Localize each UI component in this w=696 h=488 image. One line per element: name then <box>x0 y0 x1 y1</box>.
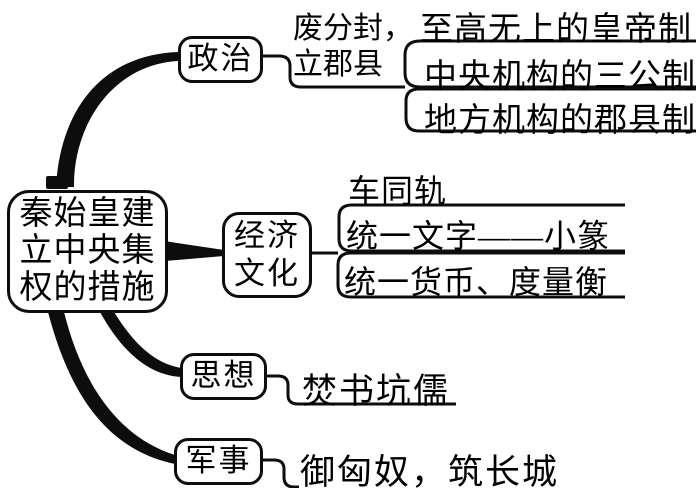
leaf-standard-axle[interactable]: 车同轨 <box>348 173 448 209</box>
branch-label: 政治 <box>187 41 254 77</box>
bracket-politics-lower <box>404 87 696 133</box>
root-label-line: 权的措施 <box>19 270 156 306</box>
branch-curve-politics <box>56 52 178 187</box>
root-label-line: 立中央集 <box>19 233 156 269</box>
leaf-unified-script[interactable]: 统一文字——小篆 <box>346 218 611 254</box>
politics-note-line: 废分封， <box>293 12 413 45</box>
branch-curve-military <box>48 312 175 464</box>
branch-curve-thought <box>100 312 181 377</box>
bracket-politics-upper <box>403 39 696 89</box>
politics-note-line: 立郡县 <box>293 48 383 81</box>
branch-label-line: 经济 <box>234 218 300 253</box>
bracket-economy-upper <box>337 203 625 253</box>
branch-label-line: 文化 <box>234 256 300 291</box>
branch-node-politics[interactable]: 政治 <box>178 36 263 83</box>
connector-politics-note <box>262 54 405 89</box>
leaf-commandery-county-system[interactable]: 地方机构的郡县制 <box>424 103 696 139</box>
root-label-line: 秦始皇建 <box>19 196 156 232</box>
leaf-burn-books[interactable]: 焚书坑儒 <box>302 372 451 411</box>
connector-military <box>262 458 299 488</box>
branch-label: 军事 <box>185 443 252 479</box>
branch-label: 思想 <box>190 358 257 394</box>
branch-node-military[interactable]: 军事 <box>174 438 263 485</box>
bracket-economy-lower <box>336 251 625 299</box>
leaf-emperor-system[interactable]: 至高无上的皇帝制 <box>420 12 692 48</box>
leaf-unified-currency-measures[interactable]: 统一货币、度量衡 <box>344 264 609 300</box>
root-node[interactable]: 秦始皇建 立中央集 权的措施 <box>7 190 168 313</box>
leaf-three-lords-system[interactable]: 中央机构的三公制 <box>424 59 696 95</box>
branch-node-thought[interactable]: 思想 <box>180 353 267 400</box>
politics-note[interactable]: 废分封， 立郡县 <box>293 11 413 83</box>
leaf-great-wall[interactable]: 御匈奴，筑长城 <box>300 453 560 488</box>
connector-thought-underline <box>266 374 456 406</box>
branch-curve-economy <box>165 241 224 261</box>
branch-node-economy-culture[interactable]: 经济 文化 <box>222 212 312 298</box>
